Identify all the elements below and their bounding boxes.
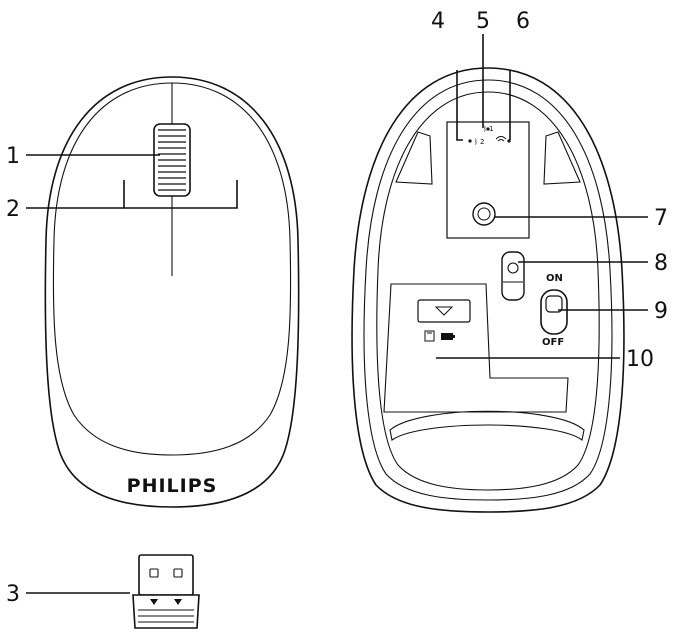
callout-9-label: 9	[654, 299, 668, 324]
bottom-inner-shell	[363, 79, 613, 501]
mouse-bottom-view: ᛒ 2 ᛒ 1 ON OFF 4 5 6 7 8 9 10	[351, 9, 668, 513]
receiver-storage-icon	[424, 330, 435, 342]
callout-2-label: 2	[6, 197, 20, 222]
rear-foot	[389, 410, 585, 441]
eject-arrow-icon	[434, 306, 454, 316]
battery-icon	[441, 333, 453, 340]
usb-connector	[138, 554, 194, 596]
callout-8-label: 8	[654, 251, 668, 276]
switch-off-label: OFF	[542, 337, 564, 348]
channel-2-label: 2	[480, 138, 484, 146]
mouse-top-view: PHILIPS 1 2	[6, 76, 300, 508]
indicator-light-wifi	[507, 139, 511, 143]
callout-2-bracket	[123, 180, 238, 209]
usb-connector-hole-left	[149, 568, 159, 578]
callout-4-label: 4	[431, 9, 445, 34]
switch-on-label: ON	[546, 273, 563, 284]
channel-1-label: 1	[489, 125, 493, 133]
indicator-light-2	[468, 139, 472, 143]
usb-receiver-arrows	[150, 599, 182, 605]
callout-6-label: 6	[516, 9, 530, 34]
brand-logo: PHILIPS	[127, 475, 218, 497]
callout-7-label: 7	[654, 206, 668, 231]
battery-icon-tip	[453, 335, 455, 338]
callout-5-label: 5	[476, 9, 490, 34]
optical-sensor-lens	[477, 207, 491, 221]
sensor-panel	[446, 121, 530, 239]
usb-receiver-body	[132, 594, 200, 629]
connect-button-dot	[507, 262, 519, 274]
bottom-outer-shell	[351, 67, 625, 513]
front-foot-left	[395, 131, 433, 185]
connect-button	[501, 251, 525, 301]
scroll-wheel-ridges	[158, 129, 186, 191]
callout-1-label: 1	[6, 144, 20, 169]
usb-connector-hole-right	[173, 568, 183, 578]
mouse-top-cover	[52, 82, 292, 456]
bluetooth-2-icon: ᛒ	[474, 138, 478, 146]
indicator-light-1	[486, 127, 490, 131]
mouse-outer-shell	[44, 76, 300, 508]
bottom-plate	[376, 91, 600, 491]
front-foot-right	[543, 131, 581, 185]
callout-3-label: 3	[6, 582, 20, 607]
power-switch-knob	[545, 295, 563, 313]
callout-10-label: 10	[626, 347, 654, 372]
wifi-icon	[495, 136, 507, 142]
callout-4-line	[456, 70, 463, 141]
battery-compartment	[383, 283, 569, 413]
bluetooth-1-icon: ᛒ	[483, 125, 487, 133]
usb-receiver: 3	[6, 554, 200, 629]
